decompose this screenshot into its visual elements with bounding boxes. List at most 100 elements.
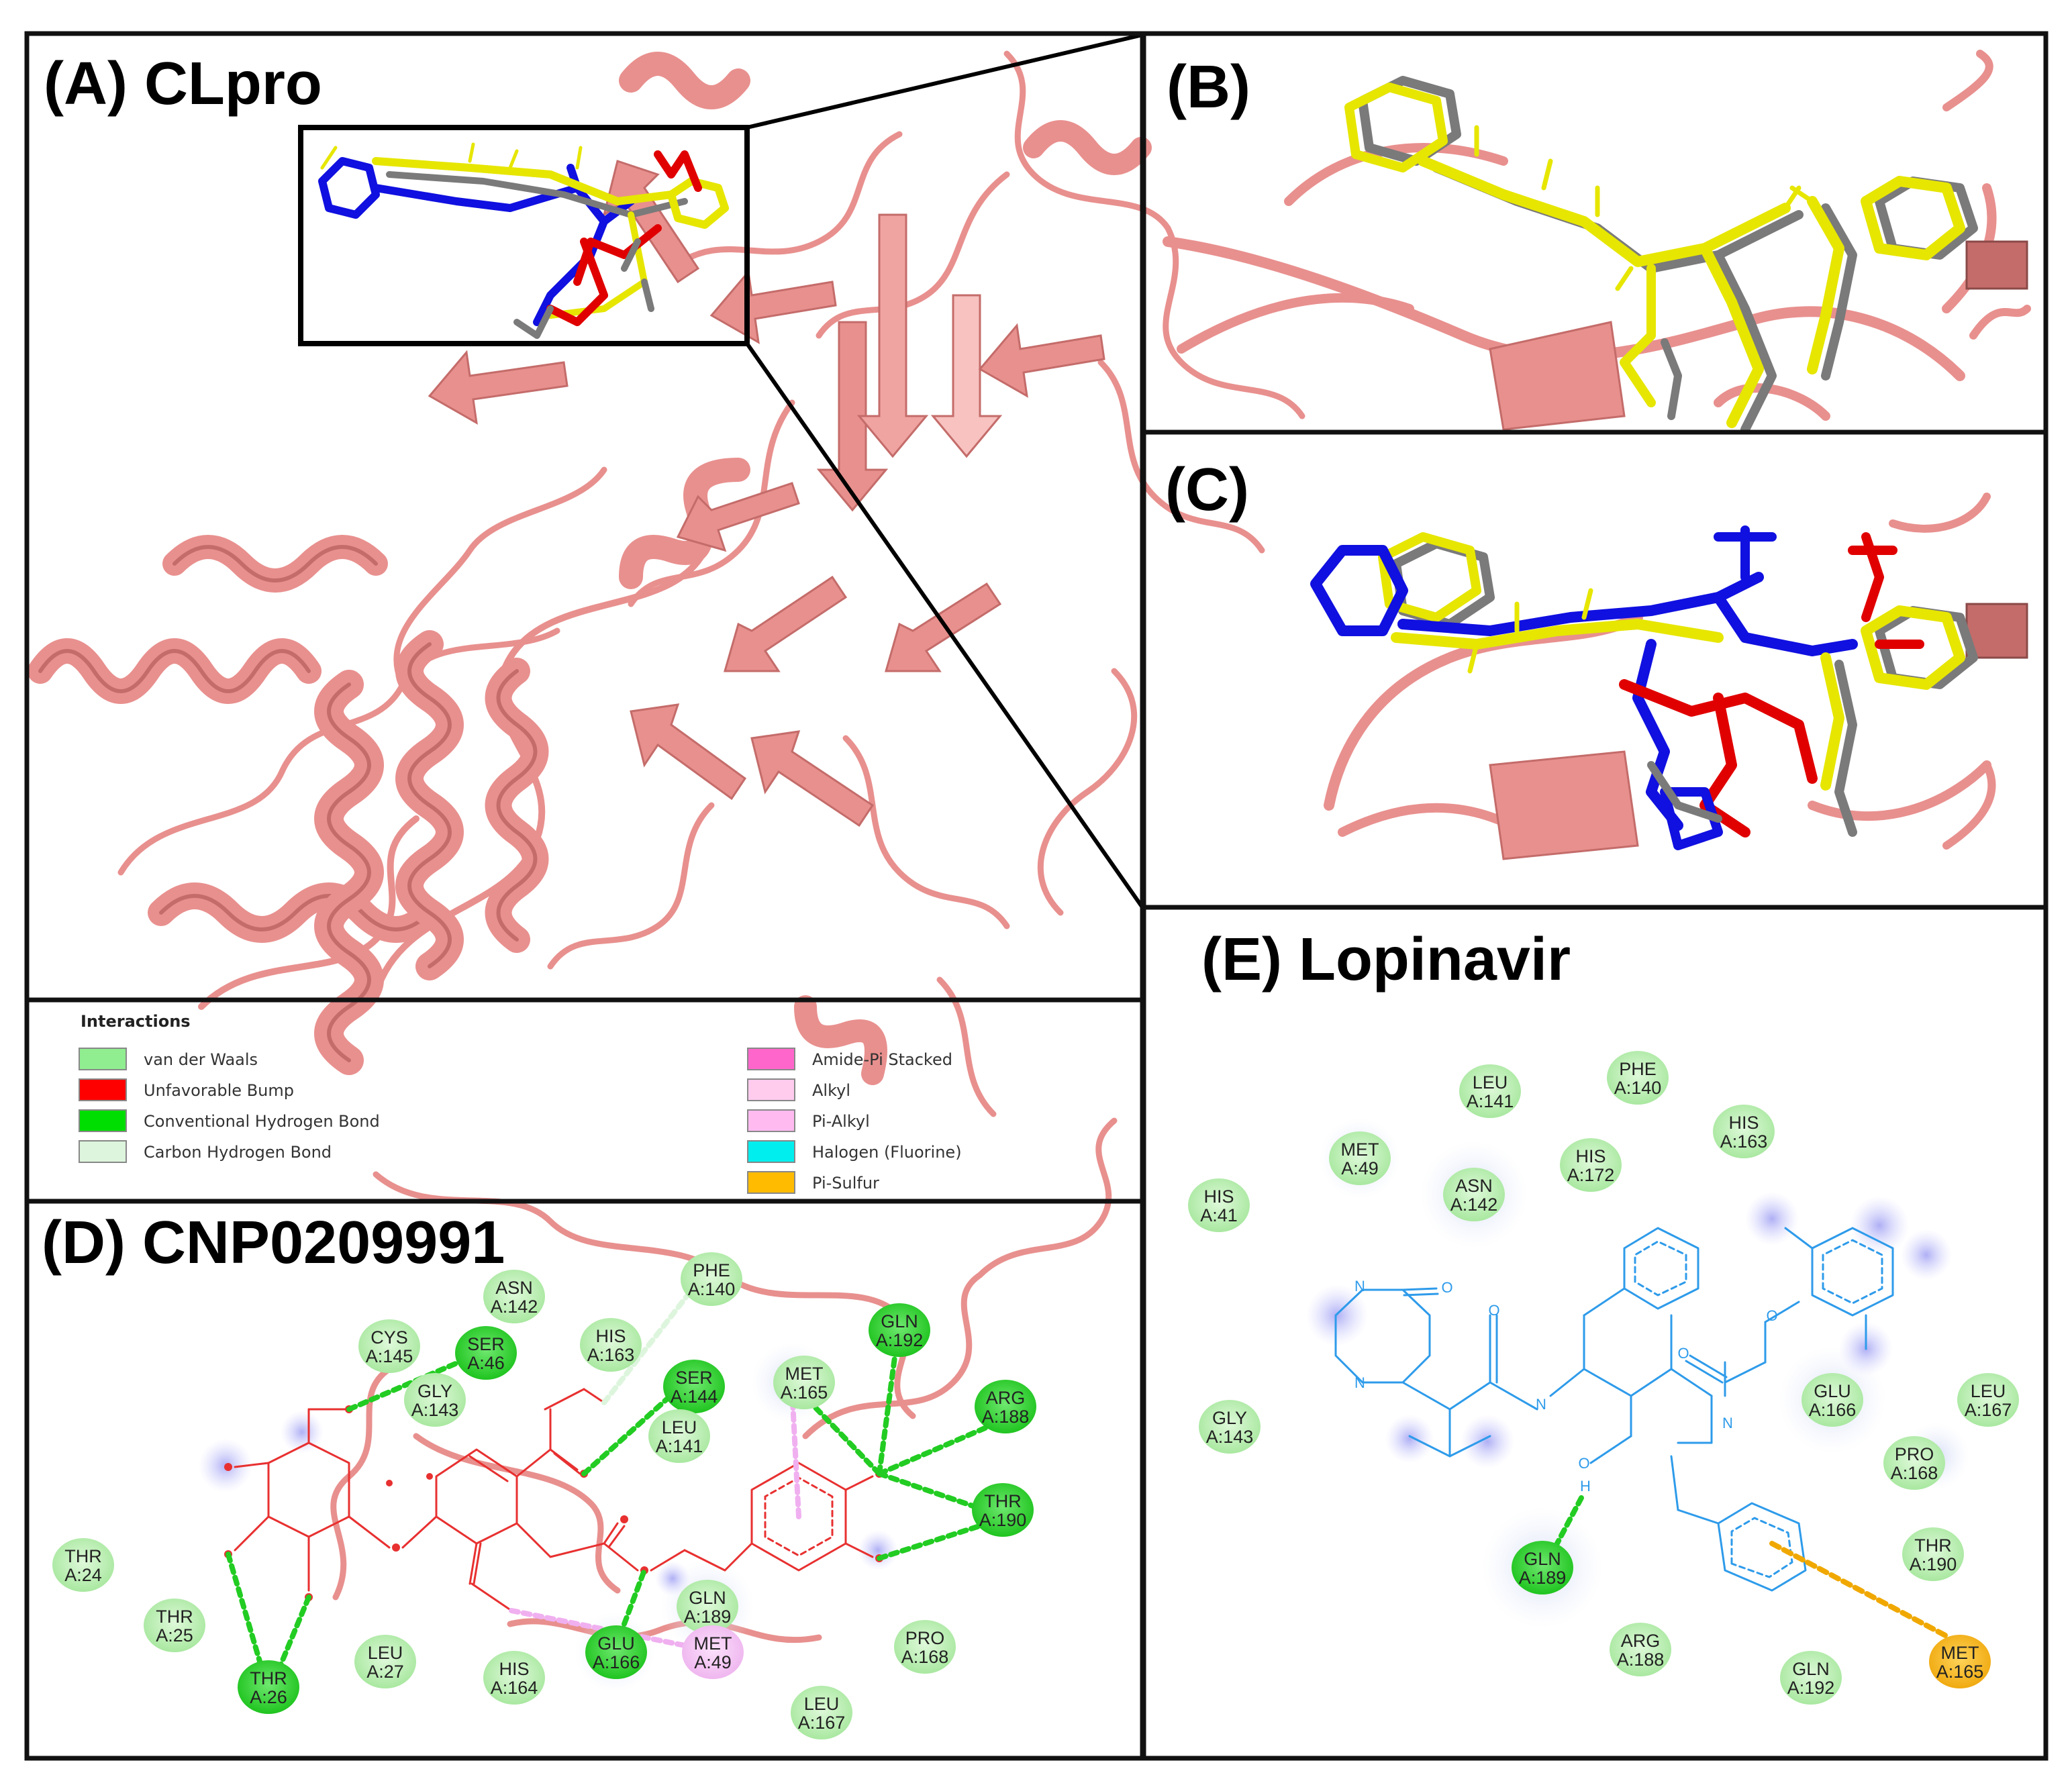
residue-number: A:190 — [979, 1510, 1027, 1530]
residue-number: A:142 — [491, 1297, 538, 1317]
panel-d-interaction-diagram: ASNA:142CYSA:145SERA:46HISA:163PHEA:140G… — [42, 1209, 1036, 1739]
residue-name: PRO — [1895, 1444, 1934, 1464]
residue-name: MET — [694, 1633, 732, 1654]
residue-name: GLY — [417, 1381, 452, 1401]
residue-bubble — [580, 1318, 642, 1372]
residue-name: GLN — [1524, 1549, 1561, 1569]
residue-bubble — [1802, 1373, 1863, 1427]
residue-number: A:24 — [64, 1565, 102, 1585]
residue-number: A:188 — [982, 1407, 1030, 1427]
residue-number: A:140 — [1614, 1078, 1662, 1098]
legend-swatch-halogen-fluorine — [747, 1140, 795, 1163]
residue-name: THR — [250, 1668, 287, 1688]
residue-bubble — [894, 1620, 956, 1674]
residue-number: A:26 — [250, 1687, 287, 1707]
legend-label: Pi-Alkyl — [812, 1112, 870, 1131]
legend-swatch-amide-pi-stacked — [747, 1048, 795, 1070]
legend-title: Interactions — [81, 1012, 191, 1031]
ligands-b — [1344, 76, 1978, 434]
residue-number: A:141 — [1467, 1091, 1514, 1111]
residue-number: A:166 — [1809, 1400, 1857, 1420]
residue-bubble — [1957, 1373, 2019, 1427]
residue-number: A:141 — [656, 1436, 703, 1456]
residue-bubble — [1188, 1178, 1250, 1232]
residue-name: PHE — [1619, 1059, 1657, 1079]
residue-name: GLN — [881, 1311, 918, 1331]
atom-o: O — [1441, 1279, 1452, 1296]
residue-name: MET — [785, 1364, 824, 1384]
panel-a-protein-view: (A) CLpro — [28, 33, 1305, 1643]
residue-name: LEU — [662, 1417, 697, 1437]
legend-label: Conventional Hydrogen Bond — [144, 1112, 380, 1131]
residue-number: A:143 — [1206, 1427, 1254, 1447]
atom-o: O — [1766, 1307, 1777, 1324]
lopinavir-structure — [1334, 1227, 1894, 1592]
residue-name: HIS — [1728, 1113, 1759, 1133]
legend-item: Halogen (Fluorine) — [747, 1140, 962, 1163]
residue-name: PRO — [905, 1628, 945, 1648]
residue-bubble — [238, 1660, 299, 1714]
residue-bubble — [1780, 1651, 1842, 1705]
interaction-legend: Interactions van der Waals Unfavorable B… — [79, 1012, 962, 1194]
residue-name: ASN — [1455, 1176, 1493, 1196]
legend-item: Carbon Hydrogen Bond — [79, 1140, 332, 1163]
residue-bubble — [648, 1409, 710, 1463]
panel-e-interaction-diagram: N O N O N O H N O O LEUA:141PHEA:140HISA… — [1188, 926, 2019, 1705]
residue-bubble — [483, 1651, 545, 1705]
residue-bubble — [144, 1599, 205, 1652]
residue-name: HIS — [1575, 1146, 1606, 1166]
residue-number: A:188 — [1617, 1650, 1665, 1670]
residue-bubble — [1329, 1131, 1391, 1185]
residue-bubble — [52, 1538, 114, 1592]
residue-bubble — [682, 1625, 744, 1679]
residue-number: A:168 — [901, 1647, 949, 1667]
panel-borders — [24, 31, 2049, 1761]
residue-name: GLU — [1814, 1381, 1851, 1401]
legend-label: Alkyl — [812, 1081, 850, 1100]
residue-bubble — [354, 1635, 416, 1688]
residue-name: HIS — [499, 1659, 529, 1679]
ligands-a — [318, 142, 729, 339]
residue-name: GLN — [689, 1588, 726, 1608]
residue-number: A:172 — [1567, 1165, 1615, 1185]
legend-item: Conventional Hydrogen Bond — [79, 1109, 380, 1132]
residue-number: A:49 — [694, 1652, 732, 1672]
residue-number: A:189 — [684, 1607, 732, 1627]
residue-name: HIS — [1203, 1186, 1234, 1207]
lopinavir-atom-labels: N O N O N O H N O O — [1354, 1278, 1778, 1495]
residue-number: A:46 — [467, 1353, 505, 1373]
residue-bubble — [773, 1356, 835, 1409]
atom-o: O — [1578, 1455, 1589, 1472]
zoom-box — [298, 125, 750, 346]
residue-number: A:142 — [1450, 1195, 1498, 1215]
panel-c-zoom-view: (C) — [1165, 456, 2028, 860]
legend-label: van der Waals — [144, 1050, 258, 1069]
residue-bubble — [1607, 1051, 1669, 1105]
legend-item: van der Waals — [79, 1048, 258, 1070]
residue-name: SER — [675, 1368, 713, 1388]
residues-e: LEUA:141PHEA:140HISA:163META:49HISA:172A… — [1188, 1051, 2019, 1705]
residue-name: LEU — [1971, 1381, 2006, 1401]
residue-bubble — [455, 1326, 517, 1380]
residue-bubble — [1459, 1064, 1521, 1118]
legend-item: Amide-Pi Stacked — [747, 1048, 952, 1070]
